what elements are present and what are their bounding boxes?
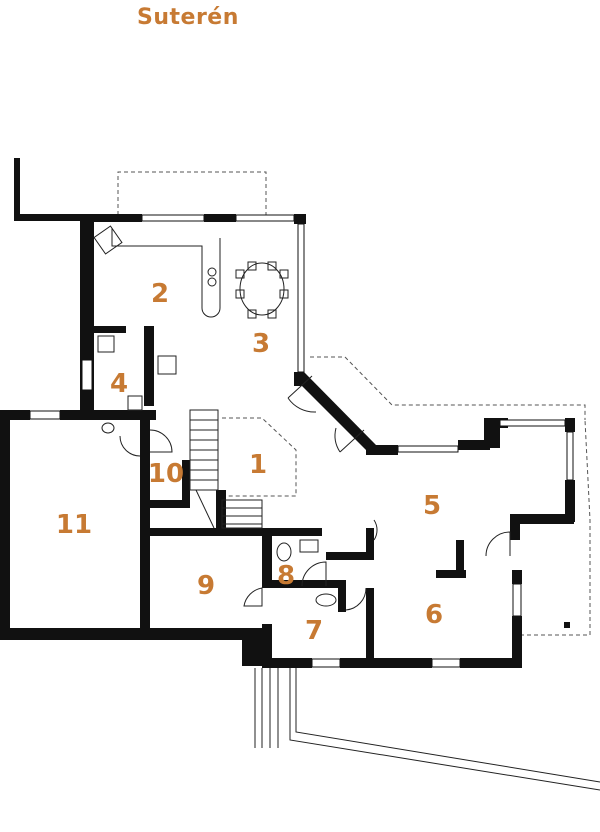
room-label-6: 6	[425, 600, 443, 630]
exterior-lines	[254, 622, 600, 791]
room-label-2: 2	[151, 279, 169, 309]
room-label-7: 7	[305, 616, 323, 646]
furniture	[93, 225, 337, 607]
room-label-10: 10	[148, 459, 184, 489]
room-labels: 1 2 3 4 5 6 7 8 9 10 11	[56, 279, 443, 646]
room-label-1: 1	[249, 450, 267, 480]
walls	[0, 158, 575, 668]
doors	[119, 375, 511, 611]
room-label-9: 9	[197, 571, 215, 601]
room-label-3: 3	[252, 329, 270, 359]
terrace-outline	[117, 171, 591, 636]
plan-title: Suterén	[137, 5, 239, 30]
stairs	[189, 409, 263, 529]
room-label-8: 8	[277, 561, 295, 591]
room-label-4: 4	[110, 369, 128, 399]
windows	[29, 214, 574, 668]
room-label-5: 5	[423, 491, 441, 521]
room-label-11: 11	[56, 510, 92, 540]
